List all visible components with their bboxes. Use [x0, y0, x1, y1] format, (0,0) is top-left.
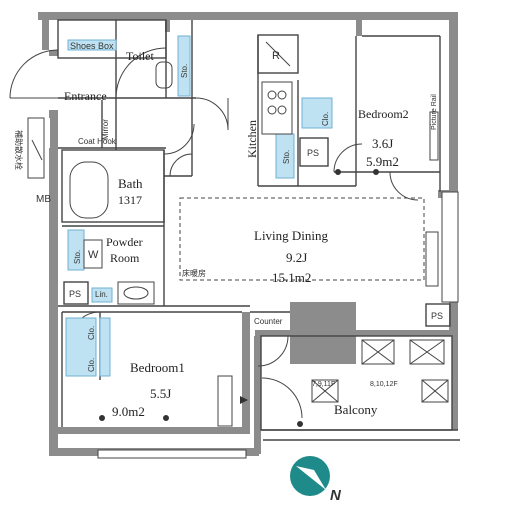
bedroom2-size-m2: 5.9m2	[366, 154, 399, 169]
kitchen-ps-label: PS	[307, 148, 319, 158]
floor-8-10-12-label: 8,10,12F	[370, 381, 398, 388]
picture-rail-label: Picture Rail	[431, 94, 438, 130]
bedroom2-size-j: 3.6J	[372, 136, 393, 151]
arrow-icon	[240, 396, 248, 404]
powder-ps-label: PS	[69, 289, 81, 299]
living-ps-label: PS	[431, 311, 443, 321]
walls	[38, 12, 458, 456]
balcony-label: Balcony	[334, 402, 378, 417]
north-label: N	[330, 487, 342, 504]
bedroom1-label: Bedroom1	[130, 360, 185, 375]
floor-heating-area	[179, 197, 425, 281]
living-size-j: 9.2J	[286, 250, 307, 265]
fire-hydrant-label: 補助散水栓	[14, 130, 24, 170]
toilet-label: Toilet	[126, 49, 154, 63]
refrigerator-label: R	[272, 50, 280, 62]
fixtures	[69, 41, 449, 427]
mirror-label: Mirror	[101, 119, 110, 140]
shoes-box-label: Shoes Box	[70, 41, 114, 51]
living-dining-label: Living Dining	[254, 228, 329, 243]
dot-icon	[163, 415, 169, 421]
dot-icon	[297, 421, 303, 427]
counter-label: Counter	[254, 317, 283, 326]
dot-icon	[99, 415, 105, 421]
bedroom1-size-j: 5.5J	[150, 386, 171, 401]
linen-label: Lin.	[95, 290, 108, 299]
powder-label-line2: Room	[110, 251, 140, 265]
compass-arrow-icon	[296, 466, 326, 490]
washer-label: W	[88, 249, 99, 261]
powder-sto-label: Sto.	[73, 250, 82, 264]
compass: N	[290, 456, 342, 504]
living-size-m2: 15.1m2	[272, 270, 311, 285]
partitions	[57, 19, 460, 441]
floor-7-9-11-label: 7,9,11F	[312, 381, 335, 388]
coat-hook-label: Coat Hook	[78, 137, 117, 146]
bedroom2-label: Bedroom2	[358, 107, 409, 121]
dot-icon	[373, 169, 379, 175]
hydrant-mark	[31, 139, 43, 161]
bath-size: 1317	[118, 193, 142, 207]
mb-label: MB	[36, 194, 51, 205]
kitchen-label: Kitchen	[245, 120, 259, 158]
kitchen-clo-label: Clo.	[321, 112, 330, 126]
floor-heating-label: 床暖房	[182, 268, 206, 278]
bedroom1-clo-top: Clo.	[87, 326, 96, 340]
kitchen-sto-label: Sto.	[282, 150, 291, 164]
toilet-sto-label: Sto.	[180, 64, 189, 78]
windows	[27, 117, 459, 459]
powder-label-line1: Powder	[106, 235, 143, 249]
storage-blocks	[65, 35, 333, 377]
bath-label: Bath	[118, 176, 143, 191]
bedroom1-clo-bottom: Clo.	[87, 358, 96, 372]
bedroom1-size-m2: 9.0m2	[112, 404, 145, 419]
entrance-label: Entrance	[64, 89, 107, 103]
dot-icon	[335, 169, 341, 175]
door-swings	[9, 47, 419, 419]
